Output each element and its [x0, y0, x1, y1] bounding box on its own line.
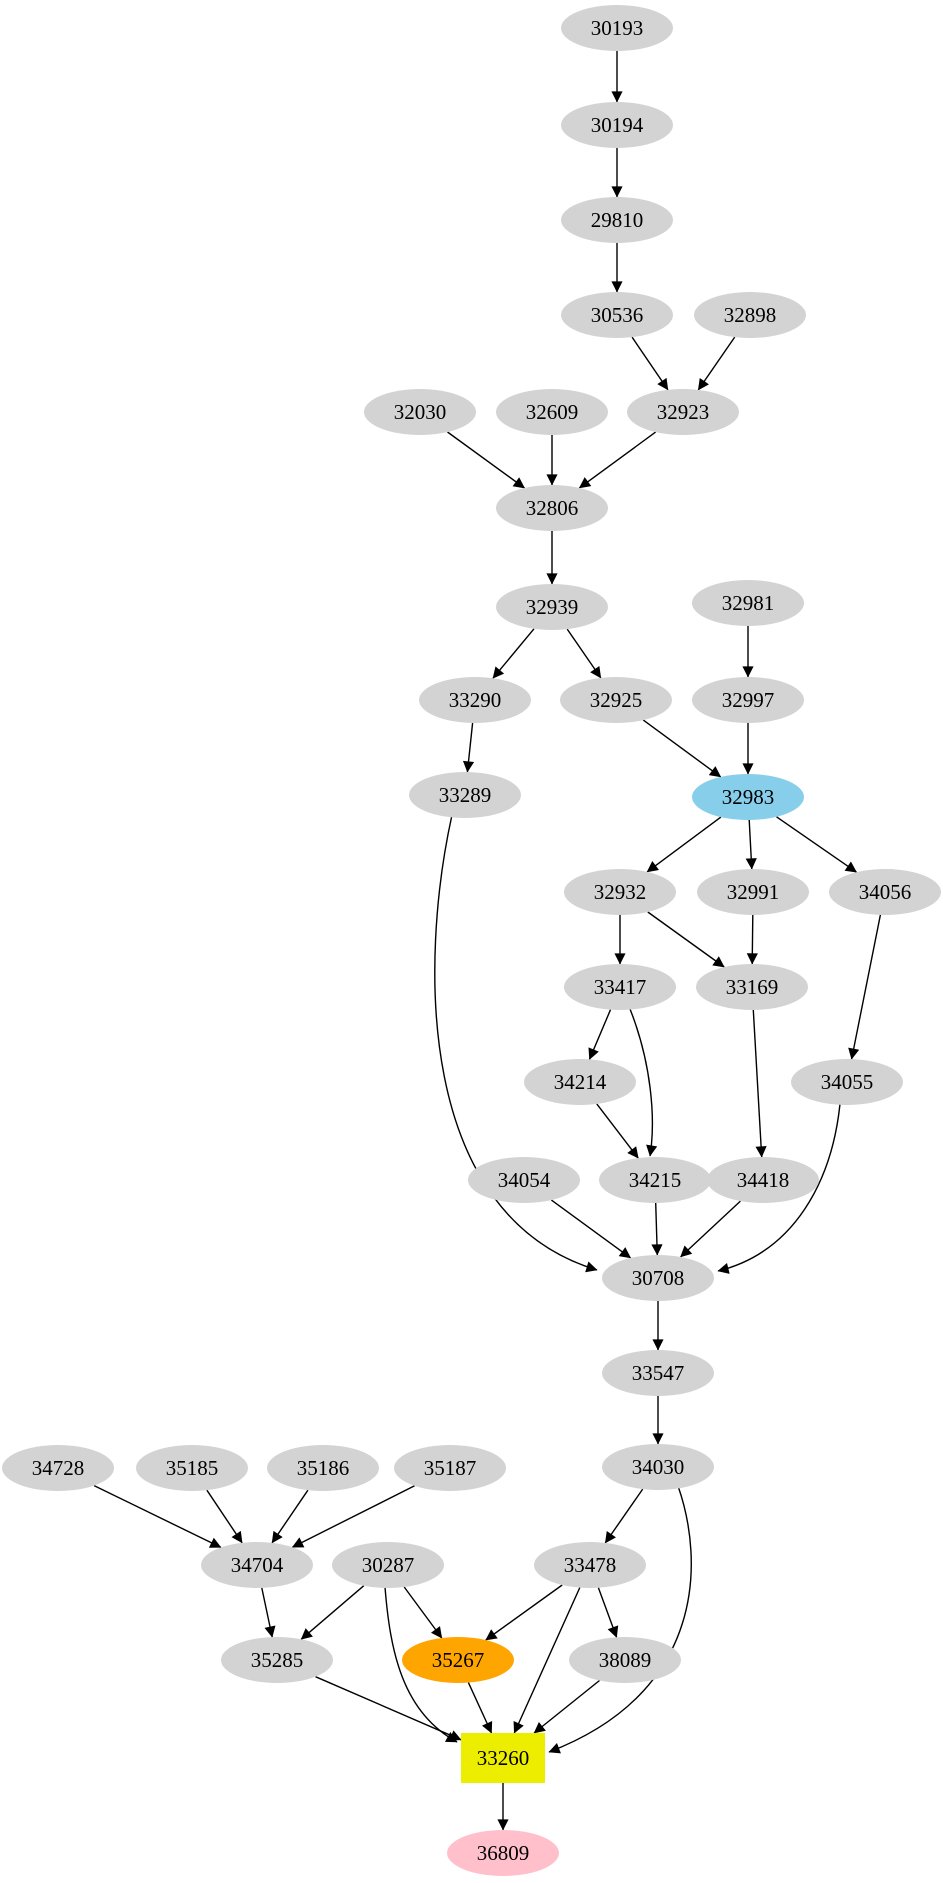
node-32983: 32983	[692, 774, 804, 820]
edge-33289-30708	[434, 814, 598, 1273]
edge-33417-34215	[629, 1008, 658, 1157]
edge-34030-33260	[548, 1485, 692, 1754]
edge-30287-35285	[300, 1585, 365, 1640]
node-32609: 32609	[496, 389, 608, 435]
node-35285: 35285	[221, 1637, 333, 1683]
edge-33290-33289	[462, 722, 475, 773]
node-35186: 35186	[267, 1445, 379, 1491]
edge-34728-34704	[93, 1484, 222, 1549]
node-29810: 29810	[561, 197, 673, 243]
edge-34214-34215	[596, 1103, 639, 1159]
edge-34055-30708	[717, 1103, 841, 1274]
edge-35285-33260	[315, 1676, 462, 1741]
edge-32983-34056	[776, 816, 857, 873]
edge-33169-34418	[752, 1009, 767, 1158]
node-30194: 30194	[561, 102, 673, 148]
node-32981: 32981	[692, 580, 804, 626]
edge-30536-32923	[631, 336, 669, 391]
node-34215: 34215	[599, 1157, 711, 1203]
node-33260: 33260	[461, 1733, 545, 1783]
edge-32983-32932	[646, 816, 722, 873]
edge-32030-32806	[447, 431, 525, 489]
node-34418: 34418	[707, 1157, 819, 1203]
node-35267: 35267	[402, 1637, 514, 1683]
node-30708: 30708	[602, 1255, 714, 1301]
edge-35187-34704	[291, 1485, 415, 1548]
node-32997: 32997	[692, 677, 804, 723]
node-33169: 33169	[696, 964, 808, 1010]
edge-32991-33169	[746, 914, 758, 965]
node-32898: 32898	[694, 292, 806, 338]
node-30287: 30287	[332, 1542, 444, 1588]
node-30536: 30536	[561, 292, 673, 338]
node-32991: 32991	[697, 869, 809, 915]
node-33478: 33478	[534, 1542, 646, 1588]
node-33547: 33547	[602, 1350, 714, 1396]
edge-32939-33290	[492, 628, 535, 679]
node-34054: 34054	[468, 1157, 580, 1203]
node-32030: 32030	[364, 389, 476, 435]
edge-32983-32991	[745, 819, 757, 870]
edge-30287-35267	[403, 1586, 443, 1639]
node-34704: 34704	[201, 1542, 313, 1588]
edge-34030-33478	[604, 1488, 644, 1544]
edge-33478-38089	[597, 1587, 619, 1638]
edge-33417-34214	[588, 1009, 612, 1060]
edge-35267-33260	[467, 1682, 493, 1734]
edge-32925-32983	[642, 719, 722, 778]
edge-38089-33260	[533, 1679, 600, 1734]
edge-34215-30708	[651, 1202, 663, 1256]
edge-35186-34704	[271, 1489, 309, 1544]
edge-35185-34704	[206, 1489, 243, 1544]
edge-32939-32925	[566, 628, 602, 679]
node-32932: 32932	[564, 869, 676, 915]
node-33290: 33290	[419, 677, 531, 723]
edge-32932-33169	[647, 911, 725, 968]
node-36809: 36809	[447, 1830, 559, 1876]
node-34214: 34214	[524, 1059, 636, 1105]
node-34055: 34055	[791, 1059, 903, 1105]
node-32925: 32925	[560, 677, 672, 723]
node-34030: 34030	[602, 1444, 714, 1490]
node-32806: 32806	[496, 485, 608, 531]
node-32939: 32939	[496, 584, 608, 630]
node-33417: 33417	[564, 964, 676, 1010]
edge-33478-33260	[513, 1587, 581, 1734]
edge-32923-32806	[578, 431, 657, 489]
edge-34054-30708	[550, 1199, 632, 1259]
edge-33478-35267	[485, 1584, 563, 1641]
node-38089: 38089	[569, 1637, 681, 1683]
edge-34056-34055	[848, 914, 882, 1060]
node-35187: 35187	[394, 1445, 506, 1491]
node-33289: 33289	[409, 772, 521, 818]
node-34056: 34056	[829, 869, 941, 915]
node-30193: 30193	[561, 5, 673, 51]
node-32923: 32923	[627, 389, 739, 435]
edge-34704-35285	[261, 1587, 276, 1638]
edge-32898-32923	[697, 336, 736, 391]
node-34728: 34728	[2, 1445, 114, 1491]
node-35185: 35185	[136, 1445, 248, 1491]
edge-34418-30708	[680, 1200, 741, 1258]
